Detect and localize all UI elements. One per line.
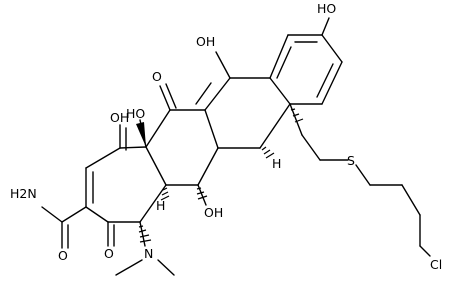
label-oh-top-right: OH: [196, 34, 215, 49]
label-oh-bottom: OH: [204, 205, 223, 220]
aromatic-ring: [269, 34, 343, 105]
label-ketone-top: O: [152, 69, 162, 84]
label-ho-junction: HO: [126, 106, 145, 121]
ring-a: [85, 124, 167, 223]
hashed-bond-n: [138, 225, 152, 243]
label-oh-left: OH: [110, 110, 129, 125]
label-ketone-amide: O: [58, 248, 68, 263]
label-ketone-bottom: O: [104, 246, 114, 261]
hashed-bond-sidechain: [290, 108, 304, 123]
hashed-bond-h-right: [261, 146, 275, 159]
label-ho-top: HO: [317, 1, 336, 16]
label-n: N: [144, 246, 153, 261]
wedge-bond-oh: [136, 122, 146, 147]
label-h-left: H: [156, 198, 165, 213]
stereo-bonds: [136, 108, 304, 243]
substituent-bonds: [41, 17, 431, 276]
ring-c: [195, 77, 291, 149]
label-chlorine: Cl: [430, 257, 442, 272]
label-sulfur: S: [347, 153, 355, 168]
label-amide-nh2: H2N: [10, 186, 37, 201]
atom-labels: HO OH O OH HO H2N O O H H OH N S Cl: [10, 1, 442, 272]
hashed-bond-h-left: [160, 187, 170, 201]
label-h-right: H: [272, 156, 281, 171]
hashed-bond-oh-bottom: [196, 187, 208, 200]
ring-b: [145, 109, 219, 186]
